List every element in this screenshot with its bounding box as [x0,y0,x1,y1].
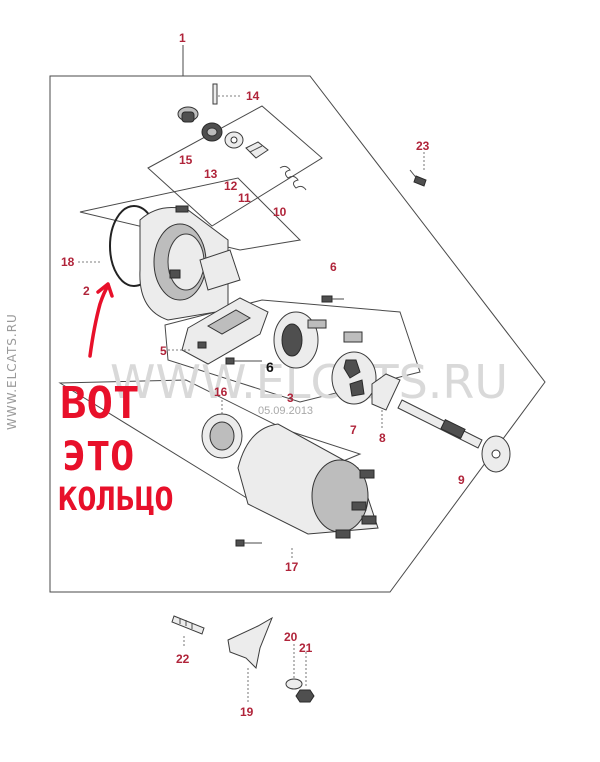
site-watermark: WWW.ELCATS.RU [110,355,508,409]
part-8-gasket [371,373,401,428]
callout-12: 12 [224,179,238,193]
part-16-bushing [201,400,243,459]
callout-6-top: 6 [330,260,337,274]
part-19-bracket [227,616,273,702]
part-9-shaft [397,399,511,473]
callout-13: 13 [204,167,218,181]
part-22-stud [171,615,205,648]
side-watermark: WWW.ELCATS.RU [5,313,19,430]
handwriting-line-3: КОЛЬЦО [58,480,174,518]
callout-3: 3 [287,391,294,405]
part-20-washer [285,644,303,690]
callout-1: 1 [179,31,186,45]
callout-20: 20 [284,630,298,644]
callout-22: 22 [176,652,190,666]
part-18-ring-and-housing [78,205,241,321]
callout-19: 19 [240,705,254,719]
part-23-screw [409,152,427,187]
callout-6-bottom: 6 [266,359,274,375]
callout-14: 14 [246,89,260,103]
part-13-gear [201,122,223,142]
part-7-plate [331,331,377,405]
callout-18: 18 [61,255,75,269]
callout-21: 21 [299,641,313,655]
part-12-washer [224,131,244,149]
part-11-clip [245,141,269,159]
part-14-pin [212,83,240,105]
callout-7: 7 [350,423,357,437]
callout-15: 15 [179,153,193,167]
part-15-cap [177,106,199,123]
callout-2: 2 [83,284,90,298]
callout-10: 10 [273,205,287,219]
part-21-nut [295,652,315,703]
callout-23: 23 [416,139,430,153]
part-17-cap [235,423,379,560]
part-3-pickup [273,311,327,369]
part-10-spring [279,165,307,191]
handwriting-line-2: ЭТО [62,434,134,480]
callout-5: 5 [160,344,167,358]
date-stamp: 05.09.2013 [258,405,313,417]
callout-17: 17 [285,560,299,574]
callout-16: 16 [214,385,228,399]
assembly-frame [49,45,546,593]
callout-9: 9 [458,473,465,487]
part-6-screws [225,295,344,365]
handwritten-arrow [88,282,114,358]
callout-11: 11 [238,191,251,205]
handwriting-line-1: ВОТ [60,378,139,429]
part-5-module [168,297,269,365]
callout-8: 8 [379,431,386,445]
